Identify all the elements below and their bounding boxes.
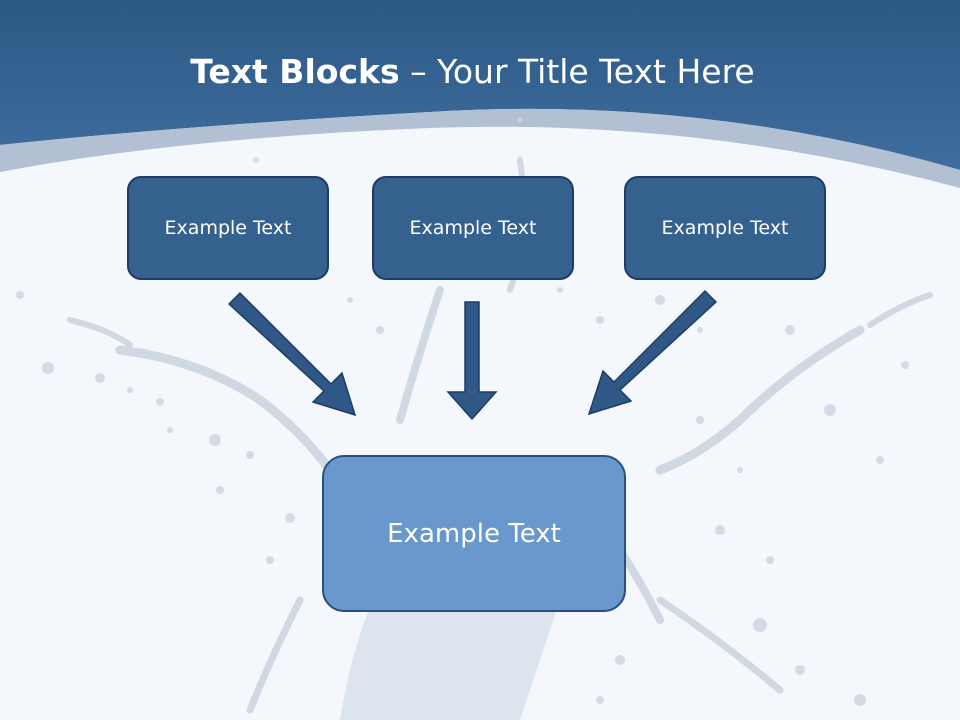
- text-block-left-label: Example Text: [164, 217, 292, 239]
- text-block-right[interactable]: Example Text: [624, 176, 826, 280]
- page-title: Text Blocks – Your Title Text Here: [0, 52, 945, 91]
- text-block-middle-label: Example Text: [409, 217, 537, 239]
- title-bold: Text Blocks: [190, 52, 400, 91]
- header-swoosh: [0, 108, 960, 188]
- text-block-middle[interactable]: Example Text: [372, 176, 574, 280]
- title-rest: Your Title Text Here: [437, 52, 755, 91]
- arrow-left: [227, 291, 357, 417]
- arrow-right: [587, 289, 718, 416]
- text-block-center-label: Example Text: [387, 518, 561, 549]
- title-separator: –: [399, 52, 438, 91]
- arrows: [227, 289, 718, 421]
- header-band: [0, 0, 960, 170]
- text-block-left[interactable]: Example Text: [127, 176, 329, 280]
- arrow-middle: [446, 301, 498, 421]
- text-block-center[interactable]: Example Text: [322, 455, 626, 612]
- text-block-right-label: Example Text: [661, 217, 789, 239]
